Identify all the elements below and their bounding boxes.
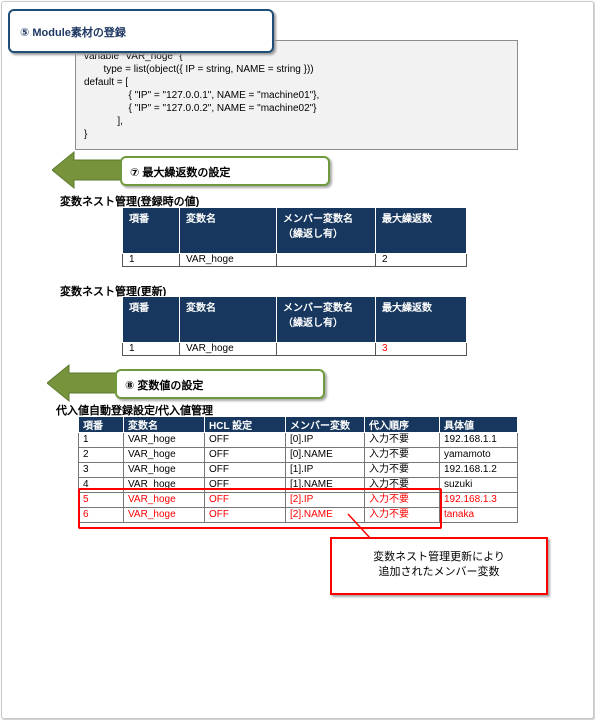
table-cell: 2	[78, 447, 124, 463]
section-title-box: ⑤ Module素材の登録	[8, 9, 274, 53]
nest-after-table: 項番 変数名 メンバー変数名 （繰返し有） 最大繰返数 1 VAR_hoge 3	[122, 296, 467, 356]
arrow-left-icon	[47, 363, 127, 403]
table-cell: OFF	[204, 432, 286, 448]
code-line: }	[84, 129, 88, 140]
table-cell: 入力不要	[364, 432, 440, 448]
table-row: 3 VAR_hoge OFF [1].IP 入力不要 192.168.1.2	[78, 462, 518, 478]
table-cell: 192.168.1.1	[439, 432, 518, 448]
col-header: 代入順序	[364, 416, 440, 433]
table-cell	[276, 253, 376, 267]
table-cell: 1	[78, 432, 124, 448]
step8-label-box: ⑧ 変数値の設定	[115, 369, 325, 399]
table-cell: [1].IP	[285, 462, 365, 478]
col-header: メンバー変数名 （繰返し有）	[276, 296, 376, 343]
nest-before-table: 項番 変数名 メンバー変数名 （繰返し有） 最大繰返数 1 VAR_hoge 2	[122, 207, 467, 267]
table-row: 1 VAR_hoge OFF [0].IP 入力不要 192.168.1.1	[78, 432, 518, 448]
code-line: variable "VAR_hoge" {	[84, 51, 183, 62]
step7-label-box: ⑦ 最大繰返数の設定	[120, 156, 330, 186]
table-cell: 192.168.1.2	[439, 462, 518, 478]
col-header: 最大繰返数	[375, 296, 467, 343]
table-row: 2 VAR_hoge OFF [0].NAME 入力不要 yamamoto	[78, 447, 518, 463]
col-header: 項番	[122, 207, 180, 254]
table-cell: 1	[122, 342, 180, 356]
col-header: 変数名	[179, 207, 277, 254]
col-header: 変数名	[179, 296, 277, 343]
nest-after-title: 変数ネスト管理(更新)	[60, 286, 167, 298]
col-header: メンバー変数	[285, 416, 365, 433]
table-cell: 192.168.1.3	[439, 492, 518, 508]
code-line: { "IP" = "127.0.0.2", NAME = "machine02"…	[84, 103, 317, 114]
code-line: type = list(object({ IP = string, NAME =…	[84, 64, 314, 75]
table-cell: 3	[78, 462, 124, 478]
step7-label: ⑦ 最大繰返数の設定	[130, 167, 231, 179]
added-rows-highlight	[78, 488, 442, 529]
table-cell: 1	[122, 253, 180, 267]
col-header: 項番	[122, 296, 180, 343]
col-header: 変数名	[123, 416, 205, 433]
nest-before-title: 変数ネスト管理(登録時の値)	[60, 196, 200, 208]
table-cell: OFF	[204, 447, 286, 463]
table-cell: [0].NAME	[285, 447, 365, 463]
table-cell	[276, 342, 376, 356]
table-cell: OFF	[204, 507, 286, 523]
table-cell: yamamoto	[439, 447, 518, 463]
table-row: 1 VAR_hoge 2	[122, 253, 467, 267]
col-header: 具体値	[439, 416, 518, 433]
arrow-left-icon	[52, 150, 132, 190]
table-cell: 入力不要	[364, 462, 440, 478]
code-line: default = [	[84, 77, 129, 88]
callout-pointer	[347, 513, 371, 539]
col-header: 最大繰返数	[375, 207, 467, 254]
callout-line: 追加されたメンバー変数	[378, 566, 500, 578]
section-title: ⑤ Module素材の登録	[20, 27, 126, 39]
member-table: 項番 変数名 HCL 設定 メンバー変数 代入順序 具体値 1 VAR_hoge…	[78, 416, 518, 523]
table-cell: VAR_hoge	[179, 253, 277, 267]
col-header: 項番	[78, 416, 124, 433]
table-cell: OFF	[204, 462, 286, 478]
table-cell: [0].IP	[285, 432, 365, 448]
step8-label: ⑧ 変数値の設定	[125, 380, 204, 392]
callout-box: 変数ネスト管理更新により 追加されたメンバー変数	[330, 537, 548, 595]
table-cell: VAR_hoge	[123, 447, 205, 463]
col-header: HCL 設定	[204, 416, 286, 433]
table-cell: VAR_hoge	[123, 432, 205, 448]
table-cell: tanaka	[439, 507, 518, 523]
table-cell: VAR_hoge	[179, 342, 277, 356]
table-cell: VAR_hoge	[123, 462, 205, 478]
code-line: ],	[84, 116, 123, 127]
table-cell: 3	[375, 342, 467, 356]
table-row-added: 6 VAR_hoge OFF [2].NAME 入力不要 tanaka	[78, 507, 518, 523]
code-box: variable "VAR_hoge" { type = list(object…	[75, 40, 518, 150]
code-line: { "IP" = "127.0.0.1", NAME = "machine01"…	[84, 90, 320, 101]
col-header: メンバー変数名 （繰返し有）	[276, 207, 376, 254]
table-cell: 2	[375, 253, 467, 267]
table-cell: suzuki	[439, 477, 518, 493]
table-cell: 入力不要	[364, 447, 440, 463]
member-table-title: 代入値自動登録設定/代入値管理	[56, 405, 214, 417]
callout-line: 変数ネスト管理更新により	[373, 551, 505, 563]
table-row: 1 VAR_hoge 3	[122, 342, 467, 356]
